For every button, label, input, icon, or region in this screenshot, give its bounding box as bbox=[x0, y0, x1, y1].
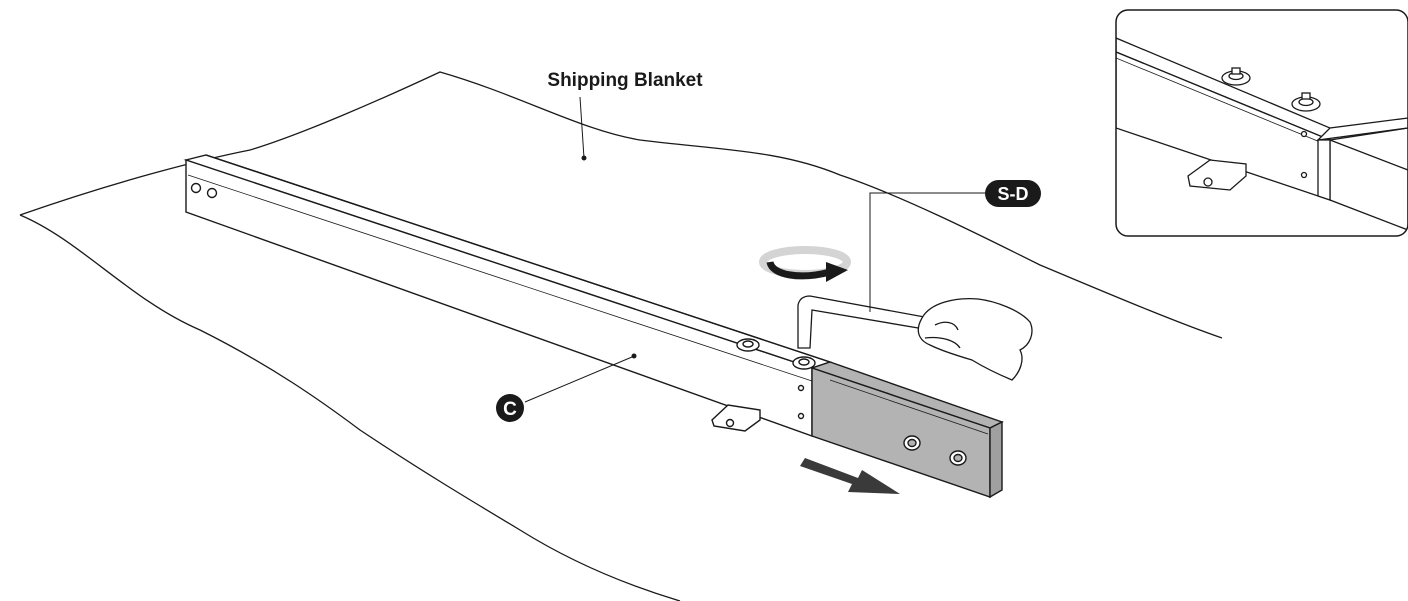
shipping-blanket-label: Shipping Blanket bbox=[547, 70, 703, 91]
extension-bar bbox=[809, 361, 1004, 499]
inset-mounting-tab bbox=[1187, 159, 1247, 191]
part-c-leader bbox=[524, 356, 633, 403]
part-c-label: C bbox=[503, 399, 517, 420]
part-c-badge: C bbox=[496, 394, 524, 422]
rail-end-hole bbox=[190, 182, 202, 194]
tool-sd-label: S-D bbox=[998, 184, 1029, 204]
tool-leader bbox=[869, 192, 990, 312]
top-bolt bbox=[792, 356, 816, 370]
inset-bolt bbox=[1291, 92, 1321, 112]
top-bolt bbox=[736, 338, 760, 352]
mounting-tab bbox=[711, 404, 761, 432]
hex-key bbox=[797, 295, 931, 349]
blanket-leader bbox=[579, 96, 585, 159]
rotate-clockwise-arrow bbox=[759, 246, 851, 282]
rail-end-hole bbox=[206, 187, 218, 199]
inset-bolt bbox=[1221, 67, 1251, 86]
rail-c bbox=[183, 154, 833, 437]
tool-sd-badge: S-D bbox=[985, 180, 1041, 207]
shipping-blanket bbox=[19, 71, 1223, 601]
hand-holding-hex-key bbox=[917, 297, 1033, 381]
slide-right-arrow bbox=[800, 458, 900, 494]
detail-zoom-view bbox=[1115, 9, 1408, 237]
